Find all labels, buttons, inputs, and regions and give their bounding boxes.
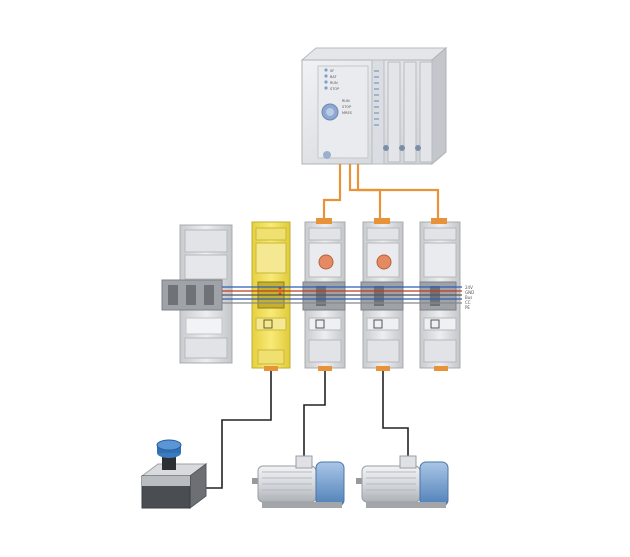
plc-key-label: STOP [342,105,351,109]
plc-key-label: RUN [342,99,350,103]
bus-labels: 24V GND Bus CC PE [465,285,474,310]
plc-icon [300,46,448,166]
plc-indicator-label: RUN [330,81,338,85]
emergency-stop-icon [140,439,208,509]
plc-indicators: SF BAT RUN STOP RUN STOP MRES [324,68,353,115]
plc-indicator-label: BAT [330,75,338,79]
plc-key-label: MRES [342,111,353,115]
motor-icon [252,455,345,508]
bus-label: 24V [465,285,473,290]
field-cables [204,371,409,489]
motor-icon [356,455,449,508]
bus-lines [222,286,462,304]
bus-label: PE [465,305,470,310]
bus-label: Bus [465,295,472,300]
plc-indicator-label: STOP [330,87,339,91]
orange-cables [322,164,440,220]
bus-label: GND [465,290,474,295]
terminal-module-icon [161,224,233,364]
bus-label: CC [465,300,471,305]
safety-relay-icon [251,221,291,371]
plc-indicator-label: SF [330,69,334,73]
